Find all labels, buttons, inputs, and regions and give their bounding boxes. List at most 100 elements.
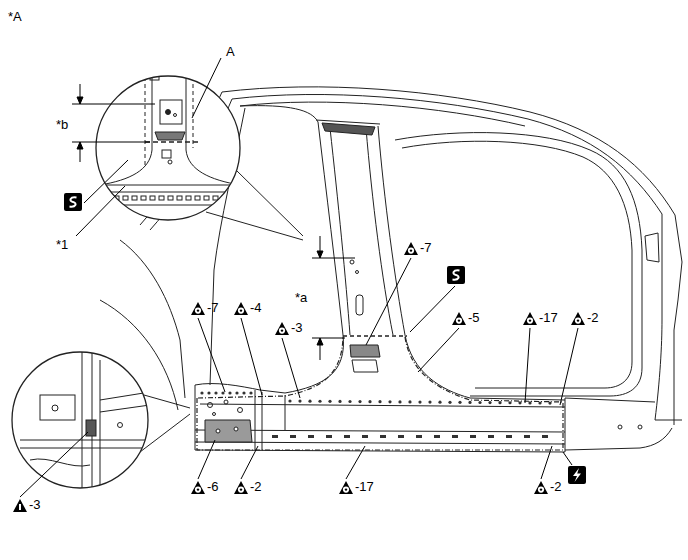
weld-spot [408, 400, 411, 403]
leader-lines [563, 452, 572, 465]
sill-hole [506, 435, 512, 438]
body-outline [240, 102, 525, 126]
body-outline [350, 260, 354, 264]
dimension-lines [80, 84, 81, 162]
sill-hole [272, 435, 278, 438]
detail-circle-lower [100, 405, 150, 412]
callout-number: -17 [355, 480, 374, 494]
detail-circle-upper [90, 70, 250, 205]
body-outline [208, 403, 213, 408]
body-outline [240, 106, 318, 122]
dimension-lines [312, 258, 355, 338]
weld-spot [378, 400, 381, 403]
detail-circle-upper [193, 70, 194, 148]
weld-spot [348, 400, 351, 403]
detail-circle-upper [90, 205, 250, 206]
detail-circle-lower [12, 350, 150, 490]
detail-circle-upper [160, 100, 182, 124]
callout-number: -5 [468, 311, 480, 325]
weld-spot [141, 196, 146, 200]
dimension-lines [72, 84, 355, 360]
weld-spot [478, 401, 481, 404]
body-outline [565, 398, 655, 402]
body-outline [352, 360, 378, 372]
sill-hole [398, 435, 404, 438]
callout-number: -7 [207, 301, 219, 315]
weld-symbol [234, 481, 248, 494]
callout-number: -2 [250, 480, 262, 494]
weld-symbol [523, 312, 537, 325]
weld-spot [388, 400, 391, 403]
dimension-label: *a [295, 291, 307, 305]
detail-circle-lower [12, 352, 148, 488]
sill-hole [470, 435, 476, 438]
weld-spot [132, 196, 137, 200]
body-outline [100, 87, 682, 452]
body-outline [224, 400, 228, 404]
detail-circle-lower [20, 350, 150, 490]
body-outline [638, 425, 642, 429]
weld-spot [207, 391, 210, 394]
weld-spot [448, 401, 451, 404]
body-outline [262, 392, 263, 450]
sill-hole [524, 435, 530, 438]
weld-spot [368, 400, 371, 403]
detail-circle-lower [100, 392, 150, 400]
body-outline [565, 428, 672, 450]
weld-symbol [452, 312, 466, 325]
weld-spot [458, 401, 461, 404]
leader-lines [282, 338, 300, 398]
weld-spot [498, 401, 501, 404]
weld-spot [123, 196, 128, 200]
detail-circle-upper [100, 70, 152, 185]
body-outline [366, 128, 393, 335]
detail-circle-lower [82, 350, 83, 490]
body-outline [350, 345, 380, 357]
callout-number: -4 [250, 301, 262, 315]
weld-spot [231, 196, 236, 200]
weld-spots [200, 391, 551, 438]
body-outline [213, 413, 216, 416]
body-outline [330, 128, 350, 335]
weld-spot [96, 196, 101, 200]
weld-spot [288, 399, 291, 402]
leader-lines [241, 446, 258, 479]
detail-circle-lower [52, 405, 58, 411]
detail-circle-upper [174, 114, 177, 117]
leader-lines [198, 440, 215, 479]
body-outline [618, 425, 622, 429]
weld-spot [488, 401, 491, 404]
leader-lines [76, 186, 125, 236]
detail-circle-upper [168, 160, 172, 164]
sill-hole [326, 435, 332, 438]
weld-spot [468, 401, 471, 404]
sill-hole [290, 435, 296, 438]
weld-spot [214, 391, 217, 394]
body-outline [674, 215, 682, 425]
detail-circle-upper [90, 185, 250, 186]
weld-spot [177, 196, 182, 200]
weld-spot [428, 401, 431, 404]
weld-spot [204, 196, 209, 200]
callout-number: -2 [587, 311, 599, 325]
weld-spot [242, 391, 245, 394]
weld-spot [222, 196, 227, 200]
weld-spot [240, 196, 245, 200]
weld-symbol [404, 242, 418, 255]
body-outline [285, 395, 286, 430]
leader-lines [192, 58, 221, 118]
detail-circle-upper [145, 70, 146, 165]
sill-hole [308, 435, 314, 438]
weld-spot [418, 400, 421, 403]
weld-spot [508, 401, 511, 404]
weld-spot [150, 196, 155, 200]
leader-lines [241, 318, 262, 395]
detail-circle-upper [155, 132, 185, 140]
cut-symbol [568, 466, 586, 484]
weld-symbol [191, 481, 205, 494]
body-outline [195, 385, 196, 450]
brazing-symbol [13, 499, 27, 512]
weld-symbol [191, 302, 205, 315]
